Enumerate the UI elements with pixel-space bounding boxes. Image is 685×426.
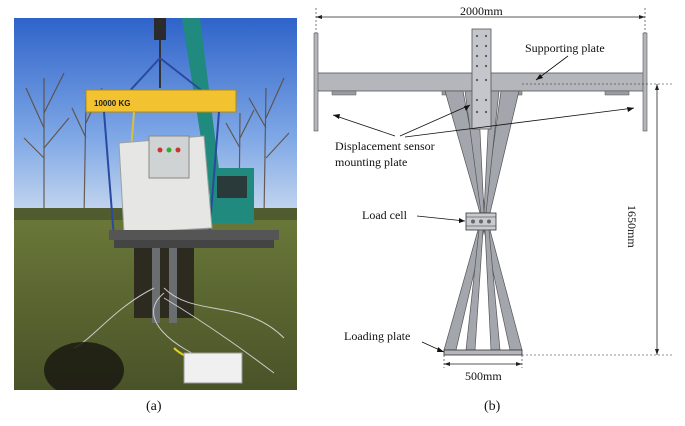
end-post-right xyxy=(642,32,648,132)
field-test-photo: 10000 KG xyxy=(14,18,297,390)
crane-tag: 10000 KG xyxy=(94,99,130,108)
lower-legs xyxy=(443,229,523,351)
caption-a: (a) xyxy=(146,399,162,414)
loading-plate xyxy=(443,349,523,356)
frame-drawing xyxy=(313,8,672,368)
dim-width-label: 2000mm xyxy=(460,4,503,18)
end-post-left xyxy=(313,32,319,132)
base-frame xyxy=(109,230,279,240)
dim-height-label: 1650mm xyxy=(625,205,639,248)
displacement-sensor-label-1: Displacement sensor xyxy=(335,139,435,153)
load-cell-label: Load cell xyxy=(362,208,407,222)
loading-plate-label: Loading plate xyxy=(344,329,411,343)
displacement-sensor-label-2: mounting plate xyxy=(335,155,408,169)
trees xyxy=(23,72,290,219)
dim-base-label: 500mm xyxy=(465,369,502,383)
supporting-plate-label: Supporting plate xyxy=(525,41,605,55)
center-plate xyxy=(471,28,492,130)
data-logger xyxy=(183,352,243,384)
spreader-beam xyxy=(85,89,237,113)
photographer-shadow xyxy=(44,342,124,390)
sensor-plate-right xyxy=(604,90,630,96)
caption-b: (b) xyxy=(484,399,501,414)
sensor-plate-left xyxy=(331,90,357,96)
